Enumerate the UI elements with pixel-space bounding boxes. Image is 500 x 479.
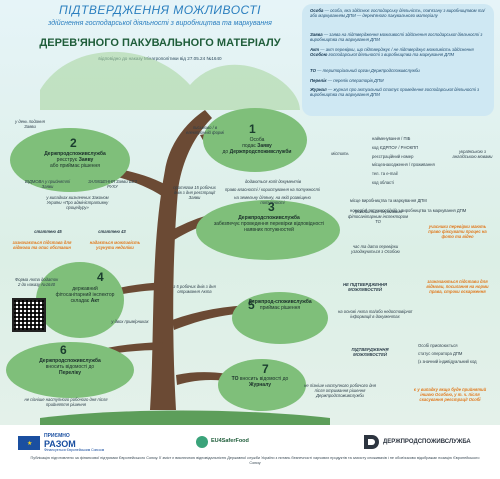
title-line4: відповідно до наказу Мінагрополітики від… [98,56,222,61]
note-languages: українською з англійською мовами [452,149,493,159]
note-inspector: проводиться державним фітосанітарним інс… [348,209,408,224]
note-law: у випадках визначених Законом України «П… [46,195,109,210]
eu-flag-icon: ★ [18,436,40,450]
definition-to: ТО — територіальний орган Держпродспожив… [310,68,420,73]
note-5-days-act: з 5 робочих днів з дня отримання Акта [173,284,216,294]
step-2-number: 2 [70,136,77,150]
definition-akt: Акт — акт перевірки, що підтверджує / не… [310,47,474,57]
step-3-number: 3 [268,200,275,214]
definitions-box [302,4,494,116]
note-15-days: протягом 15 робочих днів з дня реєстраці… [173,185,216,200]
note-result-refuse: зазначається підстава для відмови та опи… [12,240,72,250]
decision-not-confirmed: НЕ ПІДТВЕРДЖЕННЯ МОЖЛИВОСТЕЙ [343,282,387,292]
eu4saferfood-text: EU4SaferFood [211,438,249,444]
definition-zhurnal: Журнал — журнал про актуальний статус пр… [310,87,480,97]
step-6-number: 6 [60,343,67,357]
step-1-number: 1 [249,122,256,136]
step-4-text: державний фітосанітарний інспектор склад… [55,286,115,304]
qr-code[interactable] [12,298,46,332]
note-next-day: не пізніше наступного робочого дня після… [24,397,108,407]
note-paper: письмово / в електронній формі [186,125,224,135]
note-attach: додаються копії документів [244,179,302,184]
note-reason: зазначаються підстави для відмови, посил… [426,279,489,294]
step-7-number: 7 [262,362,269,376]
note-article-43: статтею 43 [98,229,126,234]
step-1-text: Особа подає Заяву до Держпродспоживслужб… [222,137,292,155]
step-6-text: Держпродспоживслужба вносить відомості д… [39,358,101,376]
note-notify: учасники перевірки мають право фіксувати… [428,224,487,239]
step-5-number: 5 [248,298,255,312]
decision-confirmed: ПІДТВЕРДЖЕННЯ МОЖЛИВОСТЕЙ [351,347,389,357]
eu4saferfood-logo-icon [196,436,208,448]
note-leave: ЗАЛИШЕННЯ Заяви БЕЗ РУХУ [88,179,137,189]
note-time: час та дата перевірки узгоджуються з Осо… [351,244,400,254]
assignments: Особі присвоюється статус оператора ДПМ … [418,343,477,364]
note-rights: право власності / користування на потужн… [225,187,320,192]
contents-capacity: номер(и) потужності(ей) з виробництва та… [350,208,467,213]
dpss-logo-icon [364,435,379,449]
step-3-text: Держпродспоживслужба забезпечує проведен… [213,215,325,233]
note-article-45: статтею 45 [34,229,62,234]
definition-osoba: Особа — особа, яка здійснює господарську… [310,8,485,18]
step-4-number: 4 [97,270,104,284]
title-line1: ПІДТВЕРДЖЕННЯ МОЖЛИВОСТІ [59,3,261,17]
step-5-text: Держпрод-споживслужба приймає рішення [248,299,312,311]
note-refuse: ВІДМОВА у прийнятті Заяви [24,179,71,189]
definition-perelik: Перелік — перелік операторів ДПМ [310,78,384,83]
definition-zayava: Заява — заява на підтвердження можливост… [310,32,483,42]
note-if-changes: є у випадку якщо буде прийнятий іншою Ос… [413,387,487,402]
step-2-text: Держпродспоживслужба реєструє Заяву або … [44,151,106,169]
footer [0,427,500,479]
disclaimer: Публікацію підготовлено за фінансової пі… [30,456,480,465]
note-same-day: у день подання Заяви [15,119,45,129]
title-line2: здійснення господарської діяльності з ви… [48,20,272,27]
note-act-form: Форма Акта додаток 2 до наказу №1640 [14,277,59,287]
dpss-text: ДЕРЖПРОДСПОЖИВСЛУЖБА [383,439,471,445]
title-line3: ДЕРЕВ'ЯНОГО ПАКУВАЛЬНОГО МАТЕРІАЛУ [39,37,281,49]
note-land: на земельну ділянку, на якій розміщено п… [234,195,311,205]
tree-illustration [6,51,340,425]
note-two-copies: у двох примірниках [111,319,149,324]
eu-logo-text: ПРИЄМНО РАЗОМ Фінансується Європейським … [44,433,105,453]
note-basis: на основі Акта та/або недостовірної інфо… [337,309,413,319]
note-next-day-7: не пізніше наступного робочого дня після… [304,383,376,398]
note-contains: містить [331,151,349,156]
note-result-leave: надається можливість усунути недоліки [89,240,141,250]
contents-place: місце виробництва та маркування ДПМ [350,198,427,203]
step-7-text: ТО вносить відомості до Журналу [231,376,289,388]
